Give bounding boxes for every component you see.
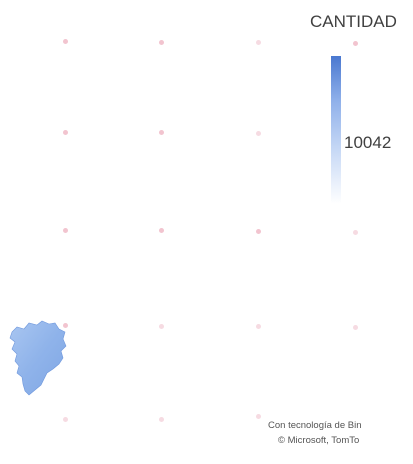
grid-dot <box>353 230 358 235</box>
grid-dot <box>63 323 68 328</box>
attribution-line-1: Con tecnología de Bin <box>268 420 362 431</box>
grid-dot <box>353 41 358 46</box>
grid-dot <box>63 39 68 44</box>
grid-dot <box>256 414 261 419</box>
grid-dot <box>159 417 164 422</box>
grid-dot <box>63 417 68 422</box>
grid-dot <box>159 228 164 233</box>
map-region[interactable] <box>8 318 70 396</box>
attribution-line-2: © Microsoft, TomTo <box>278 435 360 446</box>
grid-dot <box>256 131 261 136</box>
grid-dot <box>159 40 164 45</box>
grid-dot <box>63 130 68 135</box>
grid-dot <box>256 40 261 45</box>
legend-title: CANTIDAD <box>310 12 397 31</box>
grid-dot <box>159 130 164 135</box>
grid-dot <box>256 324 261 329</box>
grid-dot <box>63 228 68 233</box>
map-attribution: Con tecnología de Bin © Microsoft, TomTo <box>268 418 361 448</box>
legend-value-label: 10042 <box>344 133 392 152</box>
grid-dot <box>159 324 164 329</box>
legend-color-scale <box>331 56 341 204</box>
grid-dot <box>256 229 261 234</box>
grid-dot <box>353 325 358 330</box>
